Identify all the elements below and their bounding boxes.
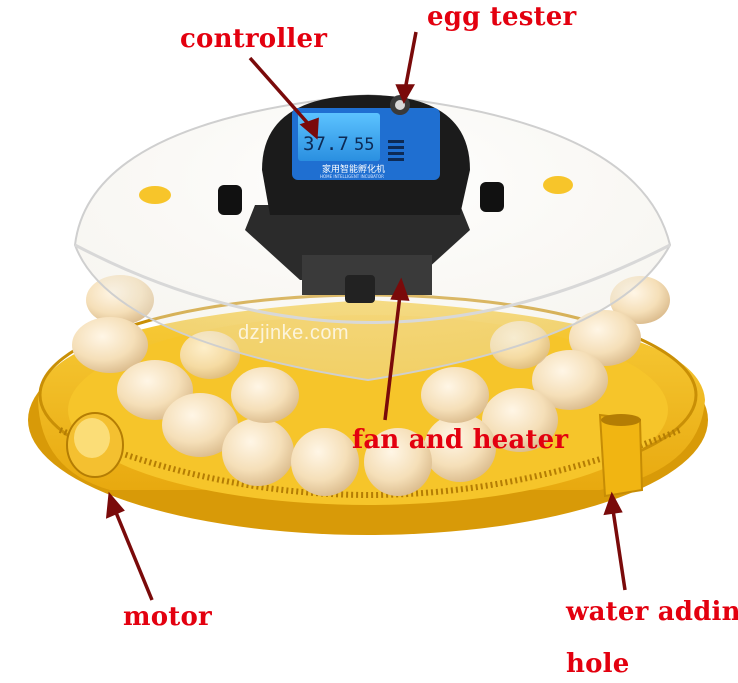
- fan-heater-arrowhead: [390, 277, 410, 301]
- water-hole-arrow: [611, 509, 627, 591]
- egg-tester-label: egg tester: [427, 2, 577, 32]
- temperature-readout: 37.7: [303, 133, 349, 155]
- water-adding-label: water adding: [566, 597, 738, 627]
- watermark: dzjinke.com: [238, 322, 350, 344]
- controller-arrow: [248, 56, 314, 130]
- fan-and-heater: [302, 255, 432, 303]
- egg-tester-arrow: [403, 31, 418, 91]
- controller-buttons: [388, 140, 404, 161]
- motor-label: motor: [123, 602, 212, 632]
- motor-arrowhead: [105, 491, 125, 519]
- motor: [66, 412, 124, 478]
- water-hole-arrowhead: [603, 491, 623, 516]
- lcd-screen: [298, 113, 380, 161]
- brand-text: 家用智能孵化机: [322, 163, 385, 175]
- motor-arrow: [113, 509, 154, 601]
- eggs: [72, 275, 670, 496]
- controller-arrowhead: [299, 117, 319, 140]
- annotation-arrows: [105, 31, 627, 601]
- fan-heater-arrow: [383, 294, 402, 421]
- controller-unit: 37.7 55 家用智能孵化机 HOME INTELLIGENT INCUBAT…: [245, 95, 470, 280]
- humidity-readout: 55: [354, 135, 374, 155]
- water-adding-hole: [598, 413, 644, 498]
- egg-tester-arrowhead: [395, 84, 416, 104]
- dome-knobs: [218, 182, 504, 215]
- controller-label: controller: [180, 24, 328, 54]
- water-adding-hole-label: hole: [566, 649, 630, 679]
- brand-subtext: HOME INTELLIGENT INCUBATOR: [320, 174, 384, 179]
- fan-and-heater-label: fan and heater: [352, 425, 569, 455]
